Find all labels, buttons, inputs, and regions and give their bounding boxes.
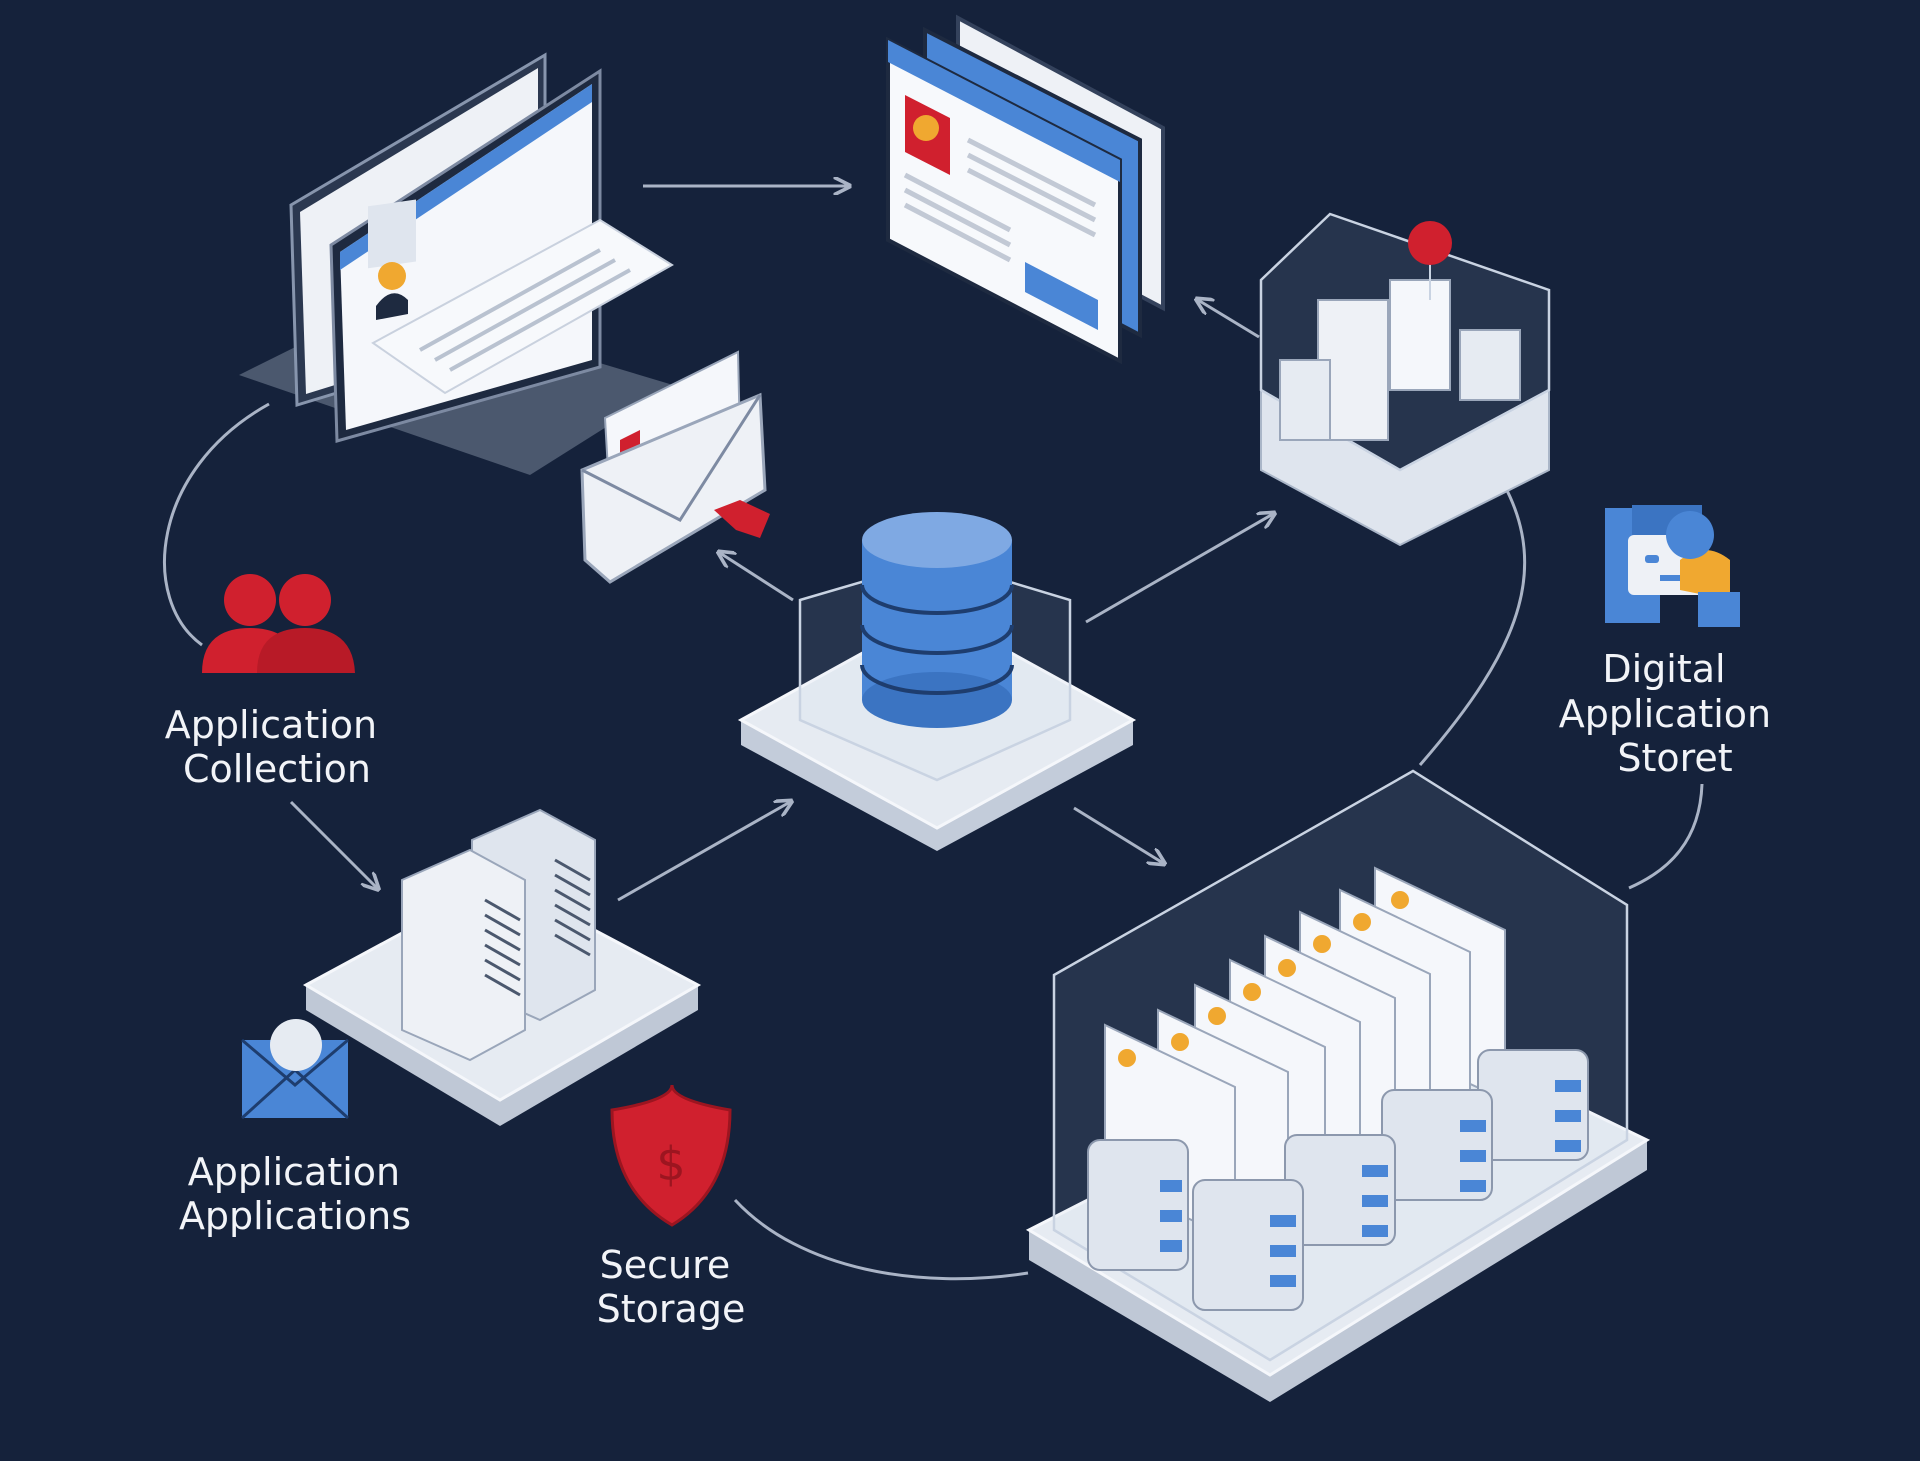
digital-store-icon (1605, 505, 1740, 627)
people-group-icon (202, 574, 355, 673)
label-secure-storage: Secure Storage (597, 1243, 746, 1331)
arrow-db-to-box (1085, 514, 1273, 624)
curve-store-to-storage (1628, 783, 1704, 890)
application-storage-vault-icon (1025, 769, 1651, 1402)
svg-text:$: $ (656, 1137, 685, 1191)
label-digital-application-store: Digital Application Storet (1559, 647, 1783, 780)
connectors (163, 186, 1704, 1281)
central-database-icon (737, 512, 1137, 851)
application-envelope-icon (580, 350, 770, 584)
document-archive-box-icon (1259, 212, 1551, 547)
arrow-db-to-storage (1073, 806, 1163, 863)
server-rack-icon (302, 808, 702, 1126)
security-shield-dollar-icon: $ (610, 1084, 732, 1227)
label-application-collection: Application Collection (165, 703, 389, 791)
curve-box-to-storage (1418, 458, 1527, 766)
laptop-with-application-form-icon (239, 52, 674, 475)
arrow-db-to-envelope (720, 553, 794, 602)
blue-mail-icon (240, 1019, 350, 1120)
label-application-applications: Application Applications (179, 1150, 412, 1238)
arrow-collection-to-servers (289, 800, 377, 888)
database-cylinder (860, 512, 1014, 728)
stacked-application-windows-icon (886, 14, 1165, 365)
curve-shield-to-storage (733, 1198, 1029, 1281)
arrow-box-to-windows (1198, 300, 1260, 339)
curve-laptop-to-people (163, 402, 270, 647)
arrow-servers-to-db (617, 802, 790, 902)
